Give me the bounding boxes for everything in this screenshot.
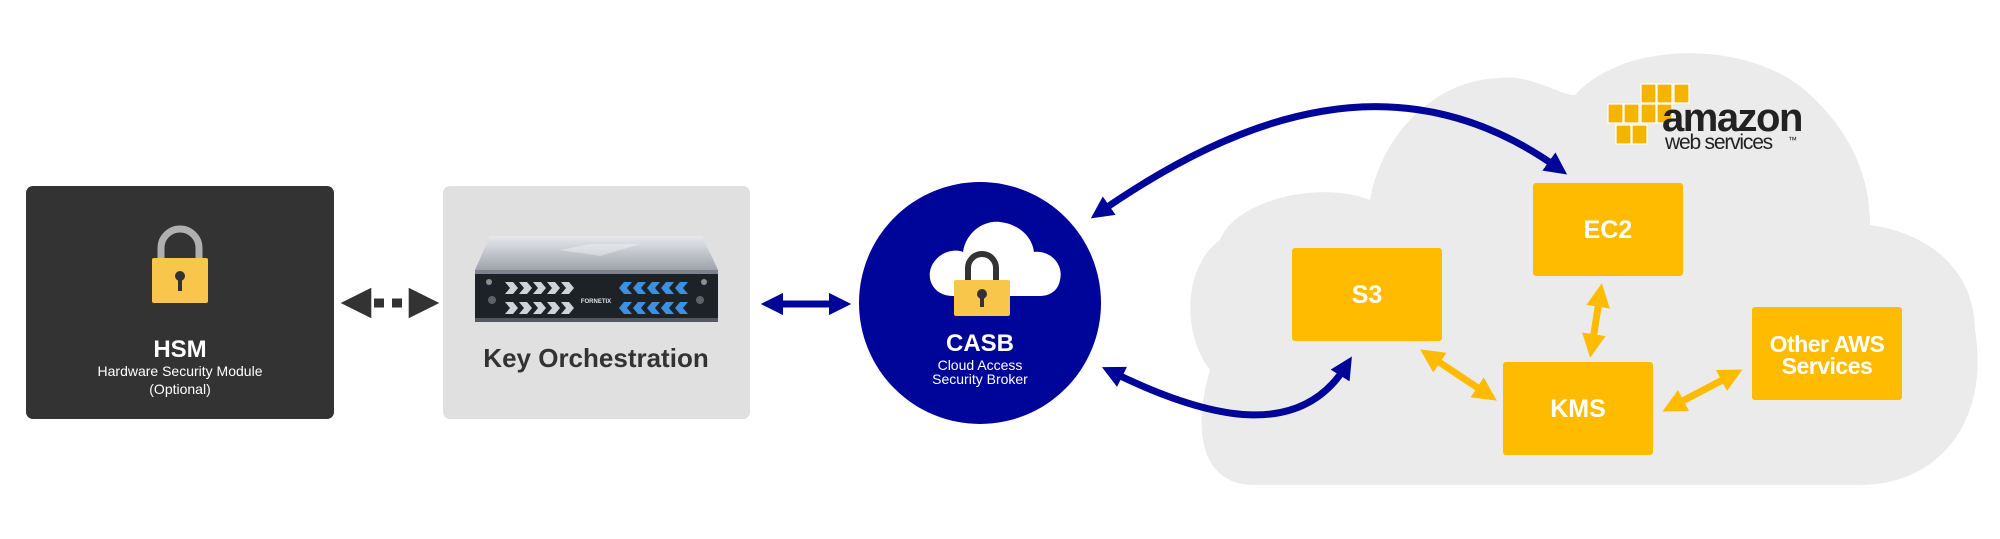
hsm-subtitle-line2: (Optional) [149, 381, 210, 397]
aws-logo-line2: web services [1664, 131, 1773, 154]
ec2-kms-connector [1582, 283, 1610, 358]
hsm-title: HSM [153, 336, 206, 363]
server-appliance-icon: FORNETIX [475, 236, 718, 322]
key-orchestration-box: FORNETIX Key Orchestration [443, 186, 750, 419]
ec2-label: EC2 [1584, 216, 1633, 244]
kms-label: KMS [1550, 395, 1606, 423]
kms-other-connector [1662, 369, 1743, 412]
hsm-box: HSM Hardware Security Module (Optional) [26, 186, 334, 419]
s3-label: S3 [1352, 281, 1383, 309]
aws-cubes-icon [1607, 83, 1690, 145]
casb-node: CASB Cloud Access Security Broker [859, 182, 1101, 424]
device-brand-label: FORNETIX [581, 299, 611, 305]
other-aws-services-box: Other AWS Services [1752, 307, 1902, 400]
hsm-subtitle-line1: Hardware Security Module [98, 363, 263, 379]
casb-ec2-connector [1090, 103, 1568, 219]
other-aws-label-line1: Other AWS [1770, 331, 1885, 357]
casb-s3-connector [1101, 356, 1352, 419]
ec2-box: EC2 [1533, 183, 1683, 276]
s3-kms-connector [1420, 349, 1497, 401]
key-orchestration-title: Key Orchestration [483, 343, 708, 373]
kms-box: KMS [1503, 362, 1653, 455]
casb-subtitle-line2: Security Broker [932, 371, 1028, 387]
cloud-lock-icon [929, 221, 1061, 316]
casb-title: CASB [946, 330, 1014, 357]
aws-logo-line1: amazon [1662, 96, 1802, 140]
s3-box: S3 [1292, 248, 1442, 341]
casb-subtitle-line1: Cloud Access [938, 357, 1023, 373]
aws-logo: amazon web services ™ [1607, 83, 1803, 154]
other-aws-label-line2: Services [1782, 353, 1873, 379]
padlock-icon [152, 225, 208, 303]
aws-logo-trademark: ™ [1788, 135, 1797, 145]
